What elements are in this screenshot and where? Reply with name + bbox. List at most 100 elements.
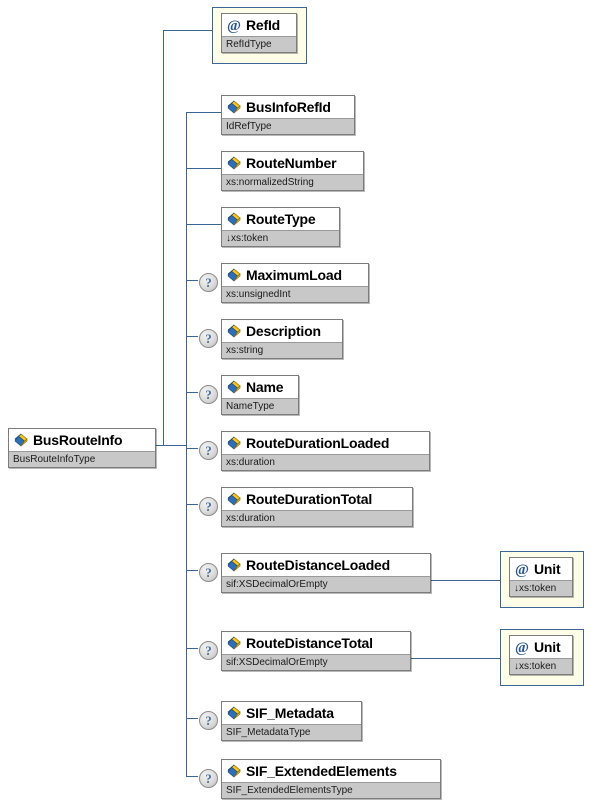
node-name-label: Name — [246, 379, 284, 395]
schema-node-maximumload[interactable]: MaximumLoad xs:unsignedInt — [221, 263, 369, 303]
svg-text:@: @ — [515, 640, 529, 655]
connector-to-sif-metadata — [186, 718, 198, 719]
element-icon — [226, 211, 242, 227]
node-name-label: Description — [246, 323, 321, 339]
node-type-label: IdRefType — [222, 118, 354, 134]
node-type-label: SIF_MetadataType — [222, 724, 361, 740]
node-name-label: MaximumLoad — [246, 267, 342, 283]
connector-to-routedurationloaded — [186, 448, 198, 449]
schema-node-routetype[interactable]: RouteType ↓xs:token — [221, 207, 340, 247]
optional-marker: ? — [199, 769, 218, 788]
svg-text:@: @ — [515, 562, 529, 577]
node-name-label: SIF_Metadata — [246, 705, 334, 721]
node-title-row: @ Unit — [510, 558, 572, 580]
node-name-label: RouteType — [246, 211, 316, 227]
schema-node-description[interactable]: Description xs:string — [221, 319, 343, 359]
element-icon — [226, 557, 242, 573]
node-type-label: ↓xs:token — [510, 580, 572, 596]
element-icon — [226, 491, 242, 507]
node-type-label: xs:unsignedInt — [222, 286, 368, 302]
node-name-label: RouteNumber — [246, 155, 337, 171]
connector-to-maximumload — [186, 280, 198, 281]
connector-to-routetype — [186, 224, 221, 225]
node-name-label: Unit — [534, 639, 561, 655]
node-name-label: RouteDurationLoaded — [246, 435, 390, 451]
connector-to-sif-extendedelements — [186, 776, 198, 777]
element-icon — [226, 99, 242, 115]
node-title-row: Description — [222, 320, 342, 342]
node-name-label: RouteDistanceLoaded — [246, 557, 390, 573]
node-title-row: RouteType — [222, 208, 339, 230]
connector-to-routenumber — [186, 168, 221, 169]
schema-node-unit[interactable]: @Unit↓xs:token — [509, 635, 573, 675]
element-icon — [226, 635, 242, 651]
node-type-label: sif:XSDecimalOrEmpty — [222, 576, 430, 592]
node-type-label: RefIdType — [222, 36, 296, 52]
node-name-label: SIF_ExtendedElements — [246, 763, 397, 779]
connector-to-refid — [163, 30, 212, 31]
optional-marker: ? — [199, 641, 218, 660]
attribute-at-icon: @ — [514, 639, 530, 655]
node-title-row: RouteDistanceLoaded — [222, 554, 430, 576]
attribute-at-icon: @ — [226, 17, 242, 33]
element-icon — [226, 379, 242, 395]
element-icon — [226, 267, 242, 283]
node-title-row: SIF_Metadata — [222, 702, 361, 724]
node-type-label: xs:normalizedString — [222, 174, 363, 190]
schema-node-routenumber[interactable]: RouteNumber xs:normalizedString — [221, 151, 364, 191]
connector-to-routedurationtotal — [186, 504, 198, 505]
schema-node-unit[interactable]: @ Unit ↓xs:token — [509, 557, 573, 597]
node-title-row: RouteNumber — [222, 152, 363, 174]
optional-marker: ? — [199, 497, 218, 516]
node-title-row: RouteDistanceTotal — [222, 632, 410, 654]
connector-to-description — [186, 336, 198, 337]
element-icon — [226, 155, 242, 171]
node-type-label: xs:duration — [222, 510, 412, 526]
node-type-label: xs:string — [222, 342, 342, 358]
node-name-label: RouteDurationTotal — [246, 491, 373, 507]
node-name-label: RefId — [246, 17, 281, 33]
schema-node-routedurationtotal[interactable]: RouteDurationTotal xs:duration — [221, 487, 413, 527]
optional-marker: ? — [199, 441, 218, 460]
node-type-label: NameType — [222, 398, 298, 414]
node-type-label: ↓xs:token — [222, 230, 339, 246]
node-title-row: @ RefId — [222, 14, 296, 36]
node-title-row: BusRouteInfo — [9, 429, 155, 451]
node-type-label: SIF_ExtendedElementsType — [222, 782, 440, 798]
schema-node-routedurationloaded[interactable]: RouteDurationLoaded xs:duration — [221, 431, 430, 471]
optional-marker: ? — [199, 273, 218, 292]
node-name-label: RouteDistanceTotal — [246, 635, 373, 651]
optional-marker: ? — [199, 329, 218, 348]
connector-to-name — [186, 392, 198, 393]
optional-marker: ? — [199, 563, 218, 582]
node-name-label: BusInfoRefId — [246, 99, 331, 115]
svg-text:@: @ — [227, 18, 241, 33]
element-icon — [226, 323, 242, 339]
connector-to-unit-1 — [431, 580, 500, 581]
connector-to-routedistanceloaded — [186, 570, 198, 571]
node-title-row: Name — [222, 376, 298, 398]
node-title-row: RouteDurationTotal — [222, 488, 412, 510]
element-icon — [226, 763, 242, 779]
node-title-row: RouteDurationLoaded — [222, 432, 429, 454]
element-icon — [226, 435, 242, 451]
node-type-label: xs:duration — [222, 454, 429, 470]
node-name-label: Unit — [534, 561, 561, 577]
node-name-label: BusRouteInfo — [33, 432, 123, 448]
attribute-at-icon: @ — [514, 561, 530, 577]
node-title-row: @ Unit — [510, 636, 572, 658]
optional-marker: ? — [199, 711, 218, 730]
connector-root-stem — [156, 445, 187, 446]
optional-marker: ? — [199, 385, 218, 404]
schema-node-routedistanceloaded[interactable]: RouteDistanceLoaded sif:XSDecimalOrEmpty — [221, 553, 431, 593]
connector-attribute-bus — [163, 30, 164, 445]
connector-to-businforefid — [186, 112, 221, 113]
